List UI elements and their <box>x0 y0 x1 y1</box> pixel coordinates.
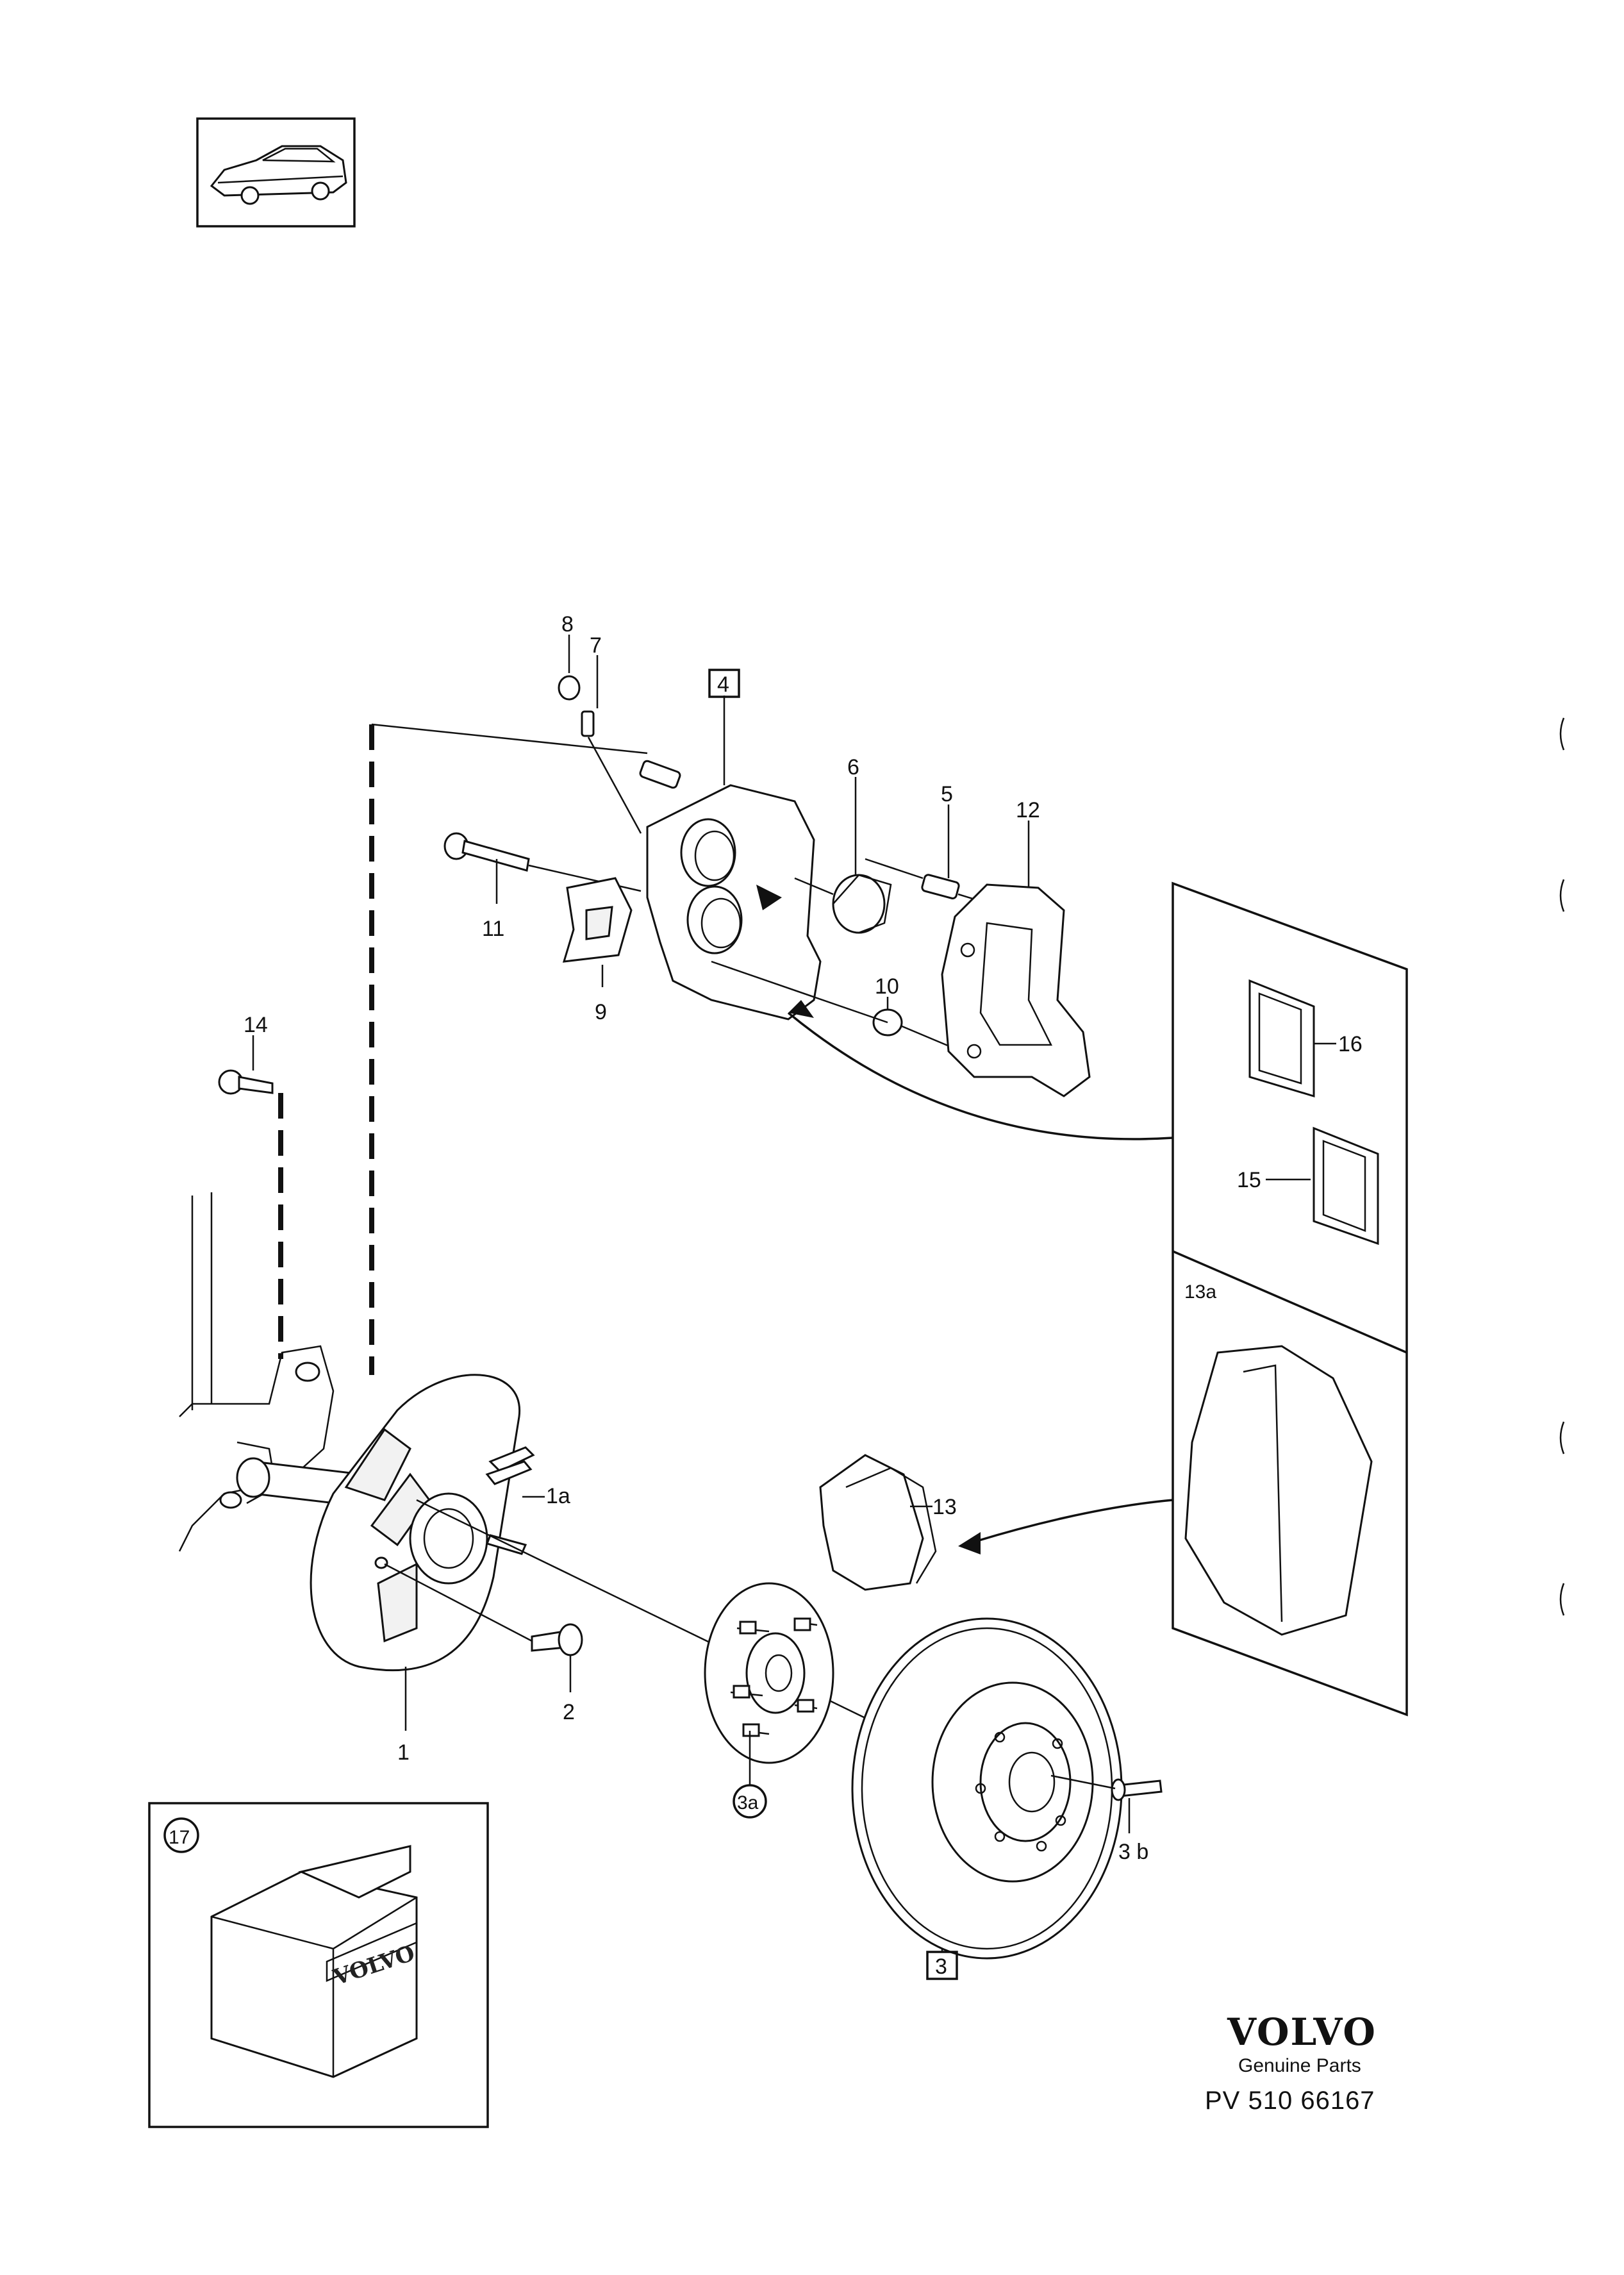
callout-13a: 13a <box>1184 1281 1216 1303</box>
publication-number: PV 510 66167 <box>1205 2087 1375 2115</box>
callout-3b: 3 b <box>1118 1840 1148 1864</box>
margin-marks <box>1559 717 1565 1616</box>
wheel-hub <box>704 1582 834 1764</box>
guide-bushing <box>711 960 962 1053</box>
callout-leaders <box>252 635 1336 1952</box>
callout-7: 7 <box>590 633 602 658</box>
arrow-to-caliper <box>787 1012 1173 1140</box>
brake-pads <box>819 1454 937 1591</box>
callout-8: 8 <box>561 612 574 637</box>
repair-kit-box <box>148 1802 489 2128</box>
knuckle-bolt <box>218 1069 274 1095</box>
callout-4: 4 <box>717 672 729 697</box>
callout-2: 2 <box>563 1700 575 1724</box>
callout-17-circle <box>163 1817 199 1853</box>
callout-10: 10 <box>875 974 899 999</box>
splash-shield <box>310 1374 520 1672</box>
callout-3a: 3a <box>737 1792 759 1813</box>
callout-15: 15 <box>1237 1168 1261 1192</box>
vehicle-thumbnail <box>196 117 356 228</box>
callout-1a: 1a <box>546 1484 570 1508</box>
caliper-carrier <box>941 883 1091 1097</box>
callout-9: 9 <box>595 1000 607 1024</box>
arrow-head-pads <box>958 1532 981 1554</box>
caliper-piston <box>794 874 892 934</box>
pad-kit-panel <box>1172 881 1408 1717</box>
bleeder-screw <box>558 675 642 834</box>
callout-5: 5 <box>941 782 953 806</box>
callout-17: 17 <box>169 1827 190 1848</box>
callout-4-box <box>708 669 740 698</box>
assembly-dashed-lines <box>278 723 648 1375</box>
arrow-head-caliper <box>788 1000 814 1018</box>
brand-tagline: Genuine Parts <box>1238 2055 1361 2076</box>
callout-13: 13 <box>932 1495 957 1519</box>
callout-12: 12 <box>1016 798 1040 822</box>
arrow-to-pads <box>964 1499 1173 1546</box>
callout-3a-circle <box>733 1784 767 1819</box>
anti-rattle-spring <box>562 877 633 963</box>
callout-3-box <box>926 1951 958 1980</box>
wheel-stud <box>1050 1774 1163 1801</box>
callout-1: 1 <box>397 1740 410 1765</box>
caliper-housing <box>639 760 822 1021</box>
callout-6: 6 <box>847 755 859 779</box>
callout-14: 14 <box>244 1013 268 1037</box>
brake-disc <box>851 1617 1123 1960</box>
callout-16: 16 <box>1338 1032 1363 1056</box>
callout-11: 11 <box>482 917 504 941</box>
callout-3: 3 <box>935 1954 947 1979</box>
guide-bolt <box>443 832 642 892</box>
brand-logo: VOLVO <box>1227 2010 1377 2054</box>
cotter-pins <box>485 1446 535 1555</box>
